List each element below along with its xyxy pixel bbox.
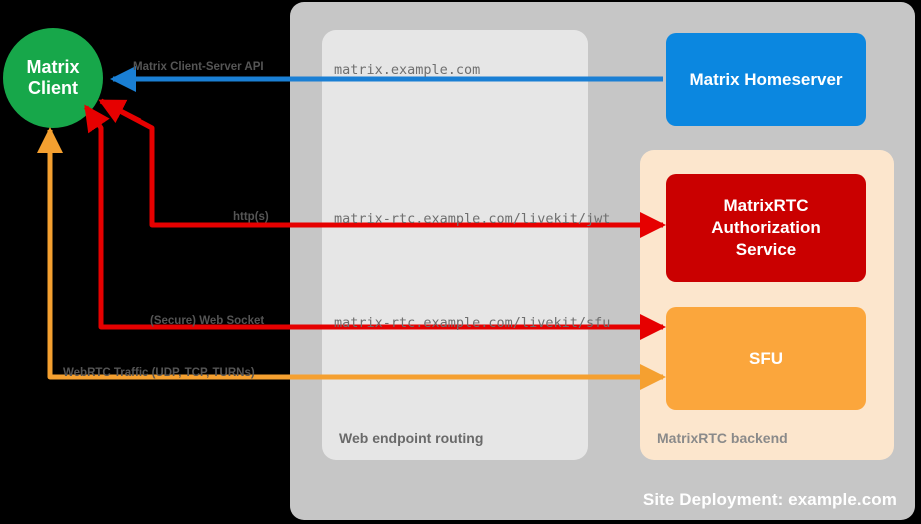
node-matrix-homeserver[interactable]: Matrix Homeserver [666,33,866,126]
panel-web-endpoint-routing-label: Web endpoint routing [339,430,484,446]
node-sfu[interactable]: SFU [666,307,866,410]
node-matrixrtc-auth-service[interactable]: MatrixRTC Authorization Service [666,174,866,282]
edge-label-websocket: (Secure) Web Socket [150,315,265,327]
panel-web-endpoint-routing: Web endpoint routing [322,30,588,460]
endpoint-label-matrix-example-com: matrix.example.com [334,62,481,78]
panel-matrixrtc-backend-label: MatrixRTC backend [657,430,788,446]
arrow-https-jwt-head-in [98,98,142,124]
node-auth-service-line2: Authorization [711,217,821,237]
node-auth-service-line1: MatrixRTC [723,195,809,215]
edge-label-client-server-api: Matrix Client-Server API [133,61,264,73]
node-auth-service-line3: Service [735,240,797,260]
node-matrix-client-line2: Client [27,78,78,98]
site-deployment-label: Site Deployment: example.com [642,490,897,509]
endpoint-label-livekit-sfu: matrix-rtc.example.com/livekit/sfu [334,315,611,331]
edge-label-webrtc-traffic: WebRTC Traffic (UDP, TCP, TURNs) [63,367,255,379]
node-matrix-client-line1: Matrix [26,56,80,77]
node-matrix-client[interactable]: Matrix Client [3,28,103,128]
edge-label-https: http(s) [233,211,269,223]
endpoint-label-livekit-jwt: matrix-rtc.example.com/livekit/jwt [334,211,611,227]
